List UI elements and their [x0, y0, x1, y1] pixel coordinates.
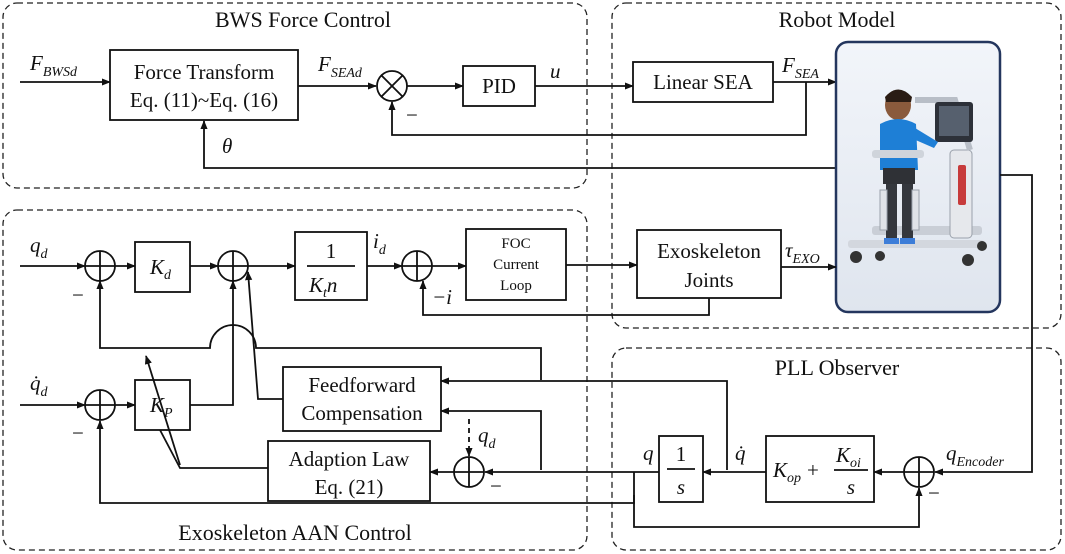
- sum-junction-torque: [217, 250, 249, 282]
- sum-pll-minus-sign: −: [928, 481, 940, 505]
- robot-exoskeleton-illustration: [834, 40, 1002, 314]
- signal-q-encoder: qEncoder: [946, 441, 1004, 470]
- wire-fsea-feedback: [388, 82, 807, 136]
- current-gain-numerator: 1: [326, 239, 337, 263]
- signal-q-d: qd: [30, 233, 49, 262]
- pi-label-kop: Kop+: [772, 458, 819, 486]
- exo-joints-label-1: Exoskeleton: [657, 239, 761, 263]
- signal-qdot-d: q̇d: [30, 371, 49, 400]
- sum3-minus-sign: −: [490, 474, 502, 498]
- wire-encoder-route: [934, 174, 1033, 476]
- wire-q-feedback-velocity: [96, 420, 635, 504]
- wire-kp-out: [190, 280, 237, 406]
- exo-joints-label-2: Joints: [684, 268, 733, 292]
- signal-q: q: [643, 441, 654, 465]
- exoskeleton-joints-block: [636, 229, 782, 299]
- wire-adaption-to-kp: [159, 429, 268, 469]
- linear-sea-label: Linear SEA: [653, 70, 754, 94]
- sum1-minus-sign: −: [72, 283, 84, 307]
- signal-u: u: [550, 59, 561, 83]
- feedforward-label-1: Feedforward: [308, 373, 416, 397]
- comparator-minus-sign: −: [406, 103, 418, 127]
- pi-label-den: s: [847, 475, 855, 499]
- kp-label: KP: [149, 393, 173, 421]
- force-transform-block: [109, 49, 299, 121]
- signal-tau-exo: τEXO: [785, 238, 820, 267]
- bws-force-control-group: [2, 2, 588, 189]
- sum-junction-pll: [903, 456, 935, 488]
- robot-group-title: Robot Model: [779, 7, 896, 32]
- sum-junction-position-error: [84, 250, 116, 282]
- adaption-law-label-1: Adaption Law: [289, 447, 411, 471]
- sum2-minus-sign: −: [72, 421, 84, 445]
- signal-i-d: id: [373, 229, 387, 258]
- signal-f-sead: FSEAd: [317, 52, 363, 81]
- sum-junction-tracking-error: [453, 456, 485, 488]
- signal-theta: θ: [222, 134, 232, 158]
- pll-observer-group: [611, 347, 1062, 551]
- kd-gain-block: [134, 241, 191, 293]
- kp-adaptive-arrow: [144, 355, 181, 466]
- feedforward-label-2: Compensation: [301, 401, 423, 425]
- integrator-denominator: s: [677, 475, 685, 499]
- force-transform-label-1: Force Transform: [134, 60, 275, 84]
- sum-junction-velocity-error: [84, 389, 116, 421]
- foc-label-3: Loop: [500, 278, 532, 294]
- pi-label-koi: Koi: [835, 443, 861, 471]
- foc-label-2: Current: [493, 257, 540, 273]
- force-comparator: [376, 70, 408, 102]
- aan-group-title: Exoskeleton AAN Control: [178, 520, 411, 545]
- foc-label-1: FOC: [501, 236, 530, 252]
- force-transform-label-2: Eq. (11)~Eq. (16): [130, 88, 278, 112]
- sum-junction-current: [401, 250, 433, 282]
- wire-qdot-to-feedforward: [440, 377, 728, 470]
- pll-group-title: PLL Observer: [775, 355, 900, 380]
- pid-label: PID: [482, 74, 516, 98]
- wire-current-feedback: [419, 280, 710, 316]
- integrator-numerator: 1: [676, 442, 687, 466]
- exoskeleton-aan-control-group: [2, 209, 588, 551]
- wire-q-to-pll-sum: [633, 487, 923, 528]
- bws-group-title: BWS Force Control: [215, 7, 391, 32]
- signal-q-d-dashed: qd: [478, 423, 497, 452]
- signal-f-bwsd: FBWSd: [29, 51, 78, 80]
- current-gain-denominator: Ktn: [308, 273, 337, 301]
- signal-minus-i: −i: [432, 285, 452, 309]
- feedforward-compensation-block: [282, 366, 442, 432]
- signal-qdot: q̇: [735, 441, 746, 465]
- robot-model-group: [611, 2, 1062, 329]
- foc-current-loop-block: [465, 228, 567, 301]
- pid-block: [462, 65, 536, 107]
- adaption-law-label-2: Eq. (21): [315, 475, 384, 499]
- linear-sea-block: [632, 61, 774, 103]
- kd-label: Kd: [149, 255, 172, 283]
- kp-gain-block: [134, 379, 191, 431]
- wire-feedforward-out: [245, 271, 283, 400]
- signal-f-sea: FSEA: [781, 53, 819, 82]
- pi-controller-block: [765, 435, 875, 503]
- wire-theta-feedback: [200, 120, 836, 169]
- wire-q-to-feedforward: [440, 407, 542, 470]
